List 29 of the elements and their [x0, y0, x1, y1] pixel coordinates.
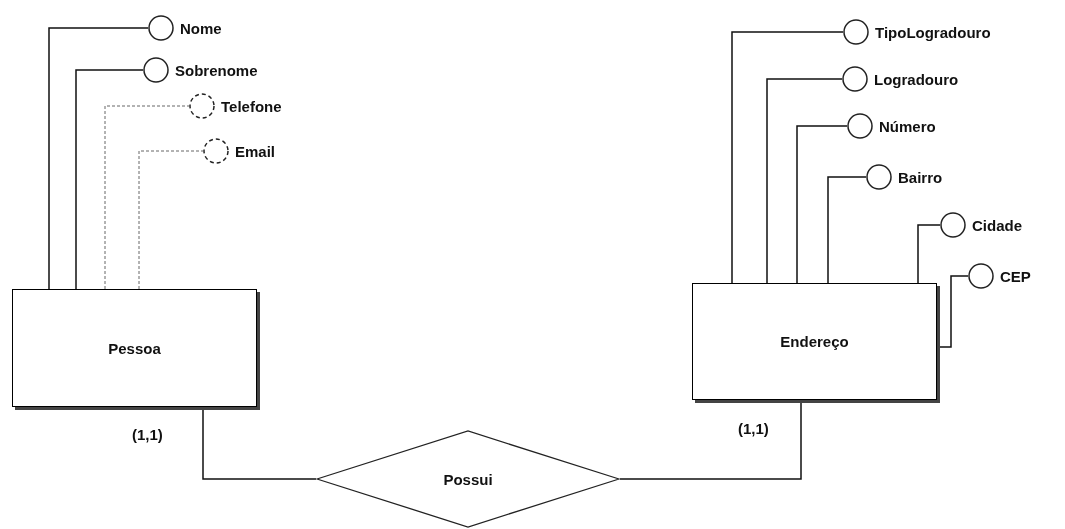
connector-line	[731, 31, 844, 284]
entity-name: Pessoa	[108, 339, 161, 357]
attribute-name: CEP	[1000, 267, 1031, 285]
attribute-name: Email	[235, 142, 276, 160]
attribute-name: Telefone	[221, 97, 282, 115]
relationship-name: Possui	[443, 470, 493, 488]
connector-line	[939, 275, 969, 348]
connector-line	[48, 27, 149, 290]
connector-line	[619, 402, 802, 480]
entity-box	[12, 289, 257, 407]
attribute-name: Número	[879, 117, 936, 135]
connector-line	[138, 150, 204, 290]
attribute-name: Logradouro	[874, 70, 959, 88]
connector-line	[104, 105, 190, 290]
attribute-name: Nome	[180, 19, 222, 37]
entity-name: Endereço	[780, 333, 849, 350]
attribute-name: Sobrenome	[175, 61, 258, 79]
cardinality-label: (1,1)	[738, 420, 769, 437]
connector-line	[75, 69, 144, 290]
attribute-name: Bairro	[898, 168, 943, 186]
connector-line	[917, 224, 941, 284]
connector-line	[796, 125, 848, 284]
entity-box	[692, 283, 937, 400]
connector-line	[827, 176, 867, 284]
cardinality-label: (1,1)	[132, 426, 163, 443]
attribute-name: Cidade	[972, 216, 1022, 234]
connector-line	[202, 409, 317, 480]
connector-line	[766, 78, 843, 284]
attribute-name: TipoLogradouro	[875, 23, 991, 41]
